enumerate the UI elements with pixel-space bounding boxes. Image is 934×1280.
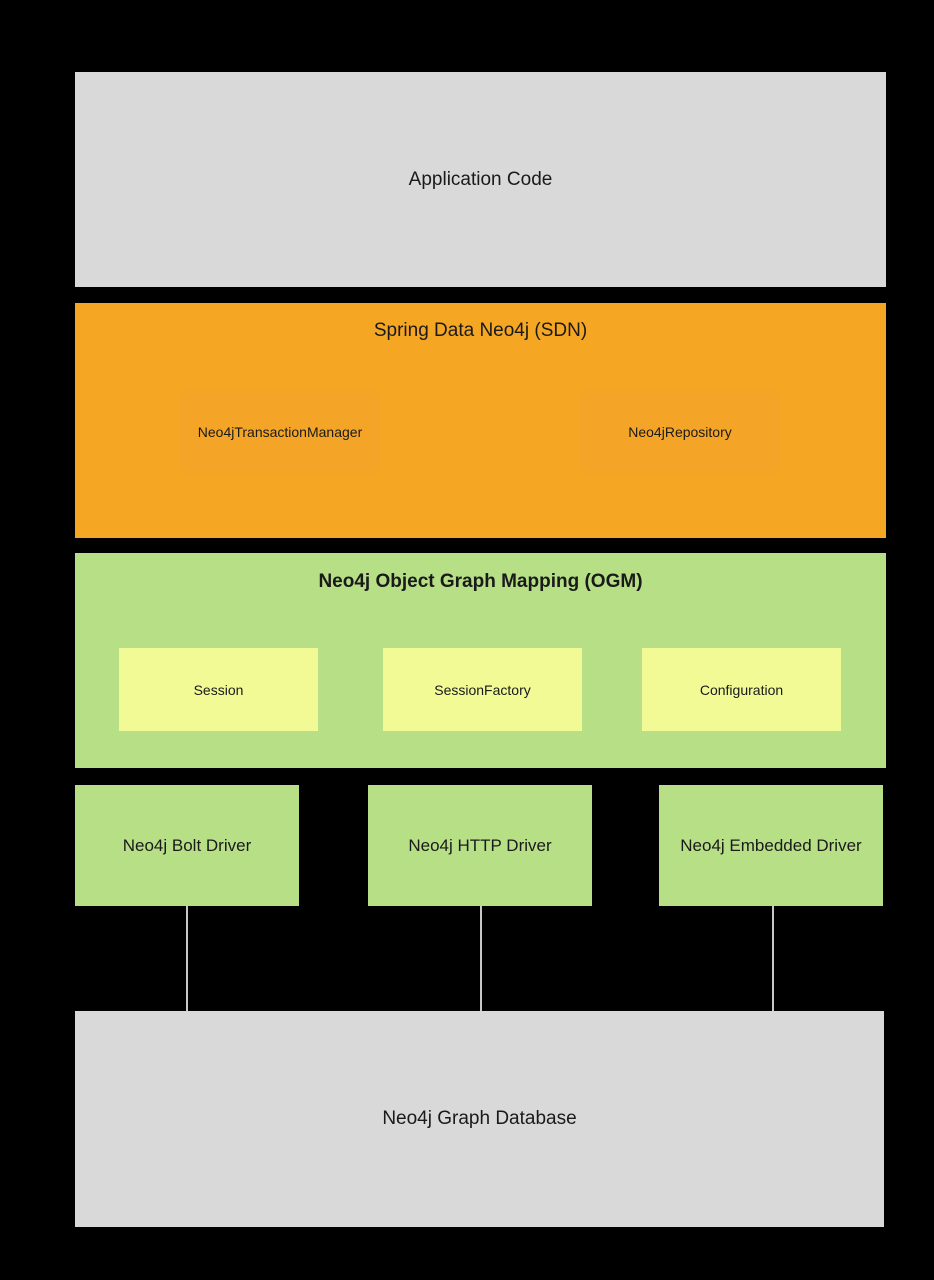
- layer-application-code: Application Code: [75, 72, 886, 287]
- driver-neo4j-embedded-label: Neo4j Embedded Driver: [680, 835, 862, 855]
- layer-spring-data-neo4j-label: Spring Data Neo4j (SDN): [373, 320, 588, 341]
- connector-bolt-to-database: [186, 906, 188, 1011]
- component-neo4j-transaction-manager: Neo4jTransactionManager: [180, 389, 380, 474]
- driver-neo4j-embedded: Neo4j Embedded Driver: [659, 785, 883, 906]
- component-configuration-label: Configuration: [699, 681, 784, 698]
- connector-embedded-to-database: [772, 906, 774, 1011]
- component-neo4j-repository-label: Neo4jRepository: [628, 423, 732, 440]
- driver-neo4j-bolt-label: Neo4j Bolt Driver: [122, 835, 252, 855]
- driver-neo4j-http: Neo4j HTTP Driver: [368, 785, 592, 906]
- driver-neo4j-bolt: Neo4j Bolt Driver: [75, 785, 299, 906]
- layer-application-code-label: Application Code: [408, 168, 553, 190]
- component-neo4j-repository: Neo4jRepository: [580, 389, 780, 474]
- layer-spring-data-neo4j: Spring Data Neo4j (SDN) Neo4jTransaction…: [75, 303, 886, 538]
- component-session: Session: [119, 648, 318, 731]
- layer-neo4j-ogm-label: Neo4j Object Graph Mapping (OGM): [318, 571, 643, 592]
- component-session-label: Session: [193, 681, 244, 698]
- connector-http-to-database: [480, 906, 482, 1011]
- component-session-factory: SessionFactory: [383, 648, 582, 731]
- layer-neo4j-graph-database-label: Neo4j Graph Database: [382, 1108, 577, 1129]
- layer-neo4j-ogm: Neo4j Object Graph Mapping (OGM) Session…: [75, 553, 886, 768]
- component-configuration: Configuration: [642, 648, 841, 731]
- component-neo4j-transaction-manager-label: Neo4jTransactionManager: [197, 423, 363, 440]
- layer-neo4j-graph-database: Neo4j Graph Database: [75, 1011, 884, 1227]
- driver-neo4j-http-label: Neo4j HTTP Driver: [408, 835, 552, 855]
- component-session-factory-label: SessionFactory: [434, 681, 531, 698]
